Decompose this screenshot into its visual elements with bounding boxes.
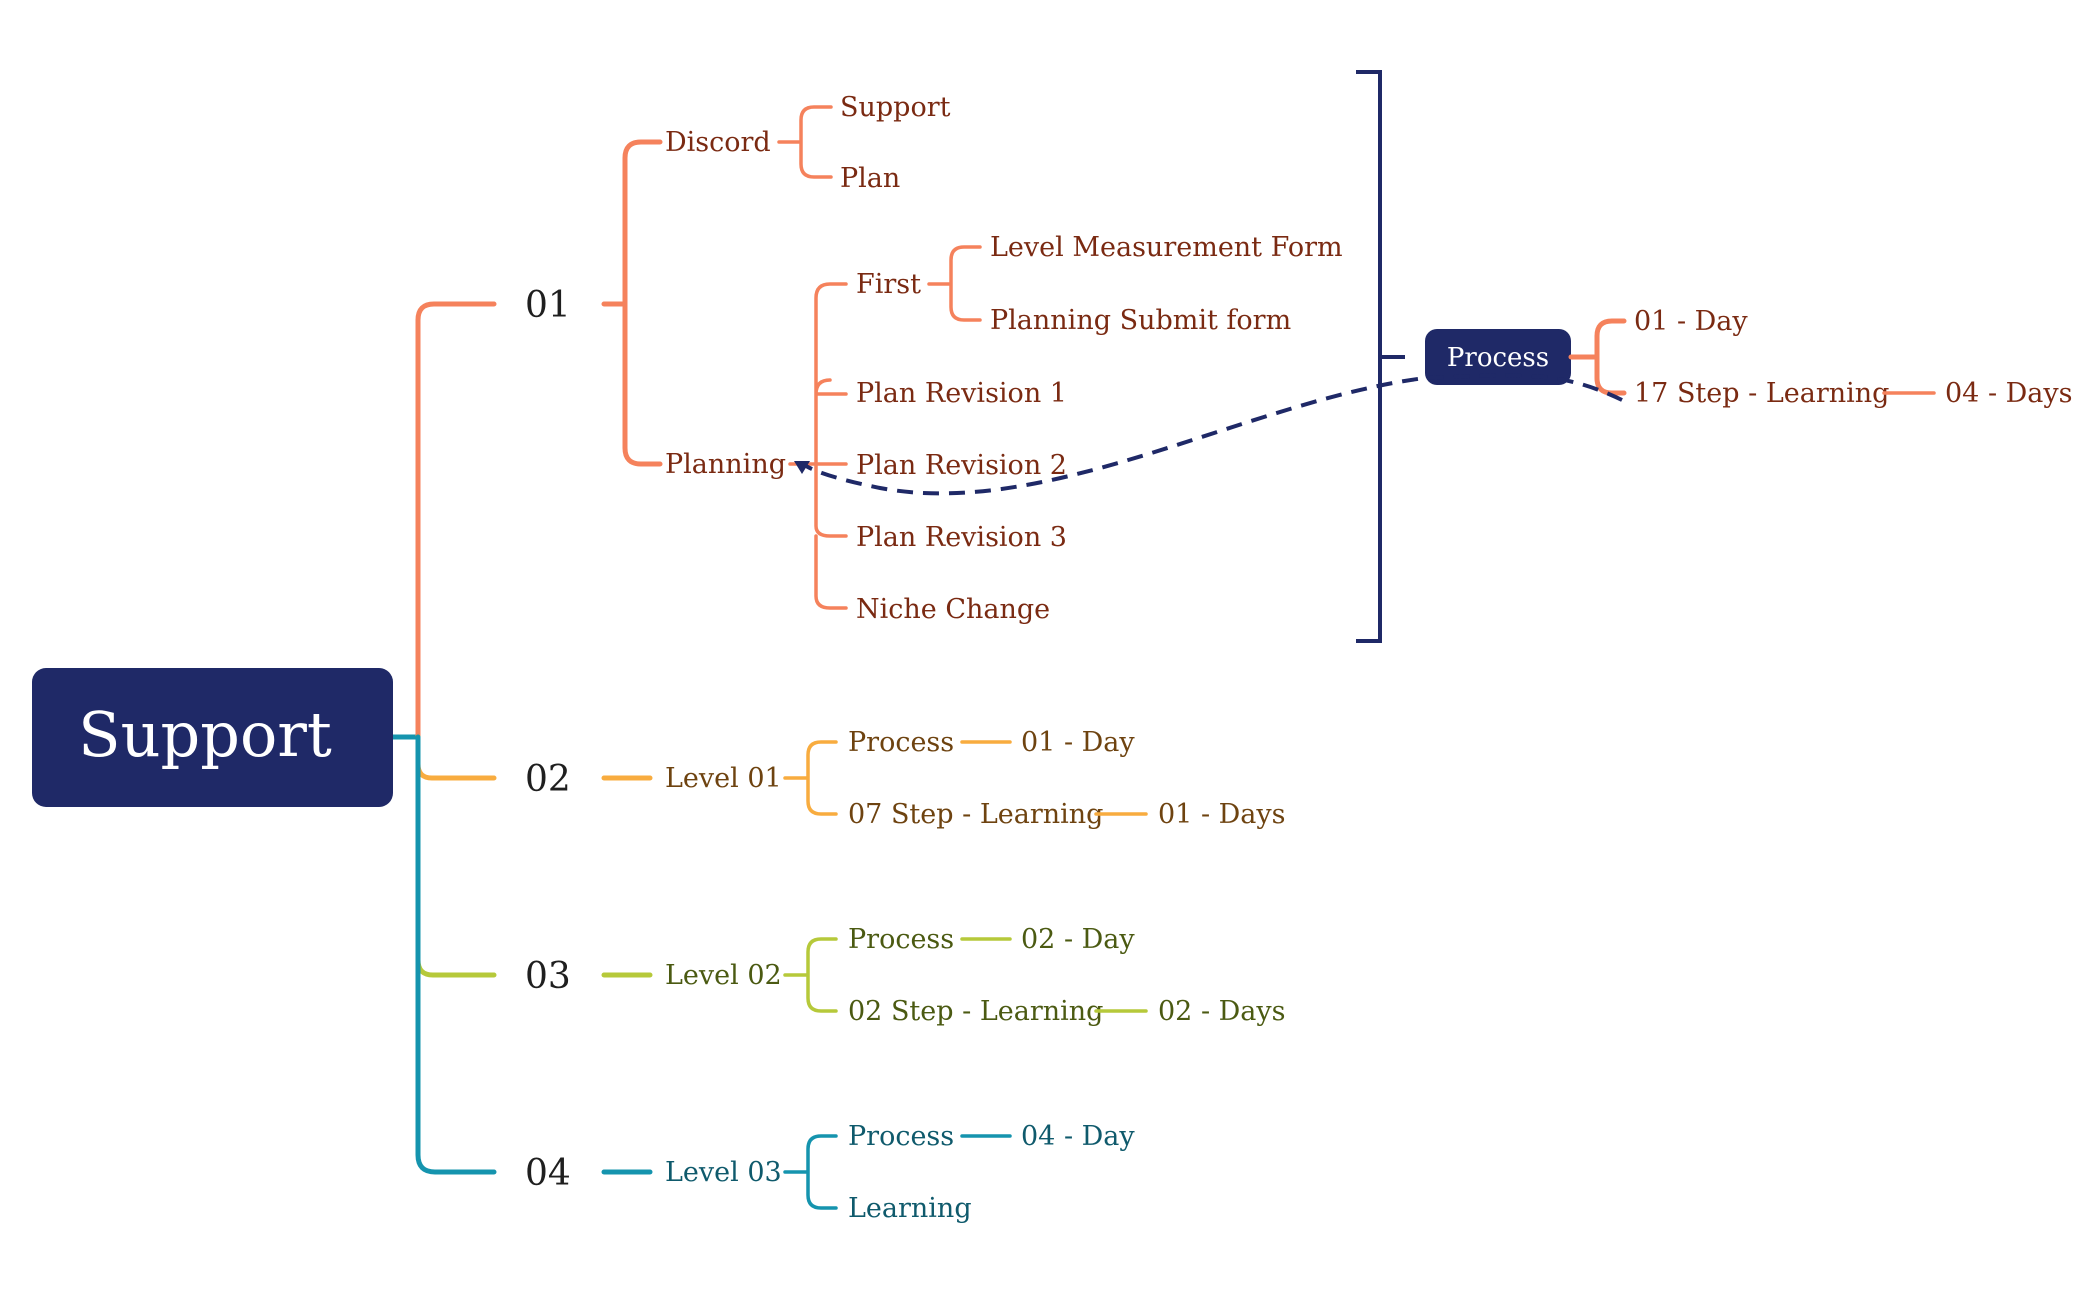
topic-01[interactable]: 01 bbox=[525, 285, 571, 326]
branch-02: 02 Level 01 Process 01 - Day 07 Step - L… bbox=[525, 727, 1286, 830]
summary-process-node[interactable]: Process bbox=[1425, 329, 1571, 385]
branch-01: 01 Discord Support Plan Planning First L… bbox=[525, 92, 1343, 625]
branch-04: 04 Level 03 Process 04 - Day Learning bbox=[525, 1121, 1135, 1224]
level-03-process-value[interactable]: 04 - Day bbox=[1021, 1121, 1135, 1152]
level-01-process-value[interactable]: 01 - Day bbox=[1021, 727, 1135, 758]
discord-node[interactable]: Discord bbox=[665, 127, 771, 158]
level-03-node[interactable]: Level 03 bbox=[665, 1157, 782, 1188]
plan-revision-1[interactable]: Plan Revision 1 bbox=[856, 378, 1067, 409]
connector-01 bbox=[415, 301, 497, 740]
connector-04 bbox=[415, 734, 497, 1175]
root-label: Support bbox=[78, 698, 332, 771]
summary-process-label: Process bbox=[1447, 343, 1549, 373]
planning-node[interactable]: Planning bbox=[665, 449, 786, 480]
level-02-learning-value[interactable]: 02 - Days bbox=[1158, 996, 1286, 1027]
topic-03[interactable]: 03 bbox=[525, 956, 571, 997]
summary-bracket bbox=[1356, 70, 1382, 643]
level-02-learning[interactable]: 02 Step - Learning bbox=[848, 996, 1103, 1027]
topic-02[interactable]: 02 bbox=[525, 759, 571, 800]
level-02-process[interactable]: Process bbox=[848, 924, 954, 955]
connector-first bbox=[927, 245, 982, 322]
discord-support[interactable]: Support bbox=[840, 92, 951, 123]
summary-learning[interactable]: 17 Step - Learning bbox=[1634, 378, 1889, 409]
level-01-process[interactable]: Process bbox=[848, 727, 954, 758]
connector-discord bbox=[777, 105, 833, 179]
relationship-curve bbox=[805, 373, 1623, 496]
root-connectors bbox=[389, 301, 497, 1175]
connector-level-02 bbox=[783, 937, 838, 1013]
connector-02 bbox=[415, 734, 497, 781]
level-02-process-value[interactable]: 02 - Day bbox=[1021, 924, 1135, 955]
discord-plan[interactable]: Plan bbox=[840, 163, 900, 194]
root-node[interactable]: Support bbox=[32, 668, 393, 807]
connector-03 bbox=[415, 734, 497, 978]
plan-revision-3[interactable]: Plan Revision 3 bbox=[856, 522, 1067, 553]
relationship-line[interactable] bbox=[794, 373, 1623, 496]
level-01-learning-value[interactable]: 01 - Days bbox=[1158, 799, 1286, 830]
summary-group: Process 01 - Day 17 Step - Learning 04 -… bbox=[1356, 70, 2073, 643]
planning-submit-form[interactable]: Planning Submit form bbox=[990, 305, 1291, 336]
level-01-node[interactable]: Level 01 bbox=[665, 763, 782, 794]
niche-change[interactable]: Niche Change bbox=[856, 594, 1050, 625]
connector-summary bbox=[1568, 318, 1627, 396]
relationship-arrow-icon bbox=[794, 461, 810, 474]
level-01-learning[interactable]: 07 Step - Learning bbox=[848, 799, 1103, 830]
level-03-process[interactable]: Process bbox=[848, 1121, 954, 1152]
level-measurement-form[interactable]: Level Measurement Form bbox=[990, 232, 1343, 263]
connector-level-03 bbox=[783, 1134, 838, 1210]
topic-04[interactable]: 04 bbox=[525, 1153, 571, 1194]
level-02-node[interactable]: Level 02 bbox=[665, 960, 782, 991]
plan-revision-2[interactable]: Plan Revision 2 bbox=[856, 450, 1067, 481]
level-03-learning[interactable]: Learning bbox=[848, 1193, 972, 1224]
planning-first[interactable]: First bbox=[856, 269, 921, 300]
connector-level-01 bbox=[783, 740, 838, 816]
summary-day[interactable]: 01 - Day bbox=[1634, 306, 1748, 337]
summary-learning-value[interactable]: 04 - Days bbox=[1945, 378, 2073, 409]
branch-03: 03 Level 02 Process 02 - Day 02 Step - L… bbox=[525, 924, 1286, 1027]
connector-01-children bbox=[601, 139, 663, 467]
connector-planning bbox=[788, 282, 848, 610]
